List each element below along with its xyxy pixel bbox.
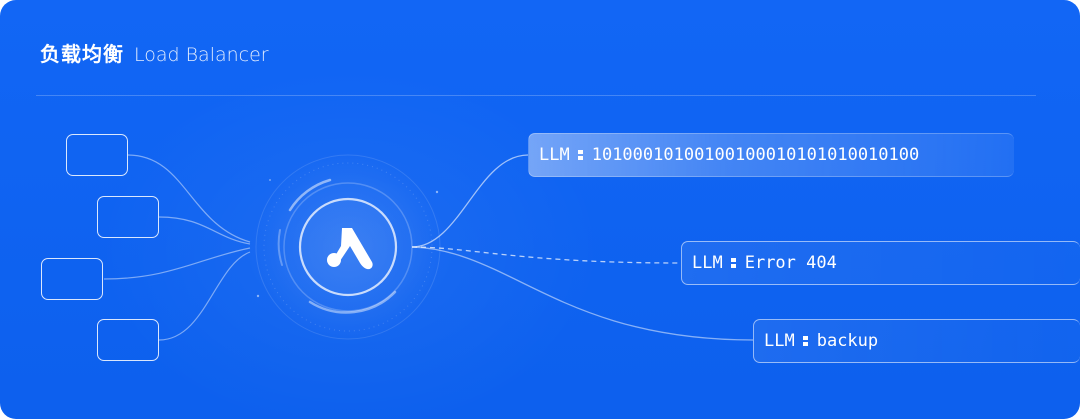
client-node-2	[97, 196, 159, 238]
separator-icon	[802, 335, 809, 347]
accent-dot-2	[435, 190, 439, 194]
separator-icon	[730, 257, 737, 269]
input-connector-2	[158, 216, 251, 245]
hub-arc-left	[277, 229, 283, 266]
header-divider	[36, 95, 1036, 96]
title-chinese: 负载均衡	[40, 42, 124, 66]
output-connector-error	[411, 246, 681, 264]
hub-outer-ring	[255, 154, 441, 340]
client-node-3	[41, 258, 103, 300]
a-shaped-logo-icon	[327, 228, 373, 270]
client-node-4	[97, 319, 159, 361]
title-english: Load Balancer	[134, 44, 269, 66]
llm-output-backup: LLM backup	[753, 319, 1080, 363]
llm-value: backup	[816, 331, 879, 351]
llm-label: LLM	[692, 253, 723, 273]
hub-arc-top	[288, 178, 332, 212]
llm-value: Error 404	[744, 253, 837, 273]
input-connector-3	[103, 247, 251, 280]
input-connector-4	[158, 251, 251, 341]
llm-label: LLM	[764, 331, 795, 351]
output-connector-backup	[411, 246, 754, 341]
client-node-1	[66, 134, 128, 176]
separator-icon	[577, 149, 584, 161]
accent-dot-1	[256, 294, 260, 298]
accent-dot-3	[269, 179, 271, 181]
hub-arc-bottom	[308, 290, 397, 314]
llm-output-active: LLM 10100010100100100010101010010100	[528, 133, 1014, 177]
header: 负载均衡 Load Balancer	[40, 38, 269, 67]
input-connector-1	[127, 154, 251, 243]
llm-output-error: LLM Error 404	[681, 241, 1080, 285]
llm-value: 10100010100100100010101010010100	[591, 145, 920, 165]
llm-label: LLM	[539, 145, 570, 165]
output-connector-primary	[411, 154, 529, 248]
